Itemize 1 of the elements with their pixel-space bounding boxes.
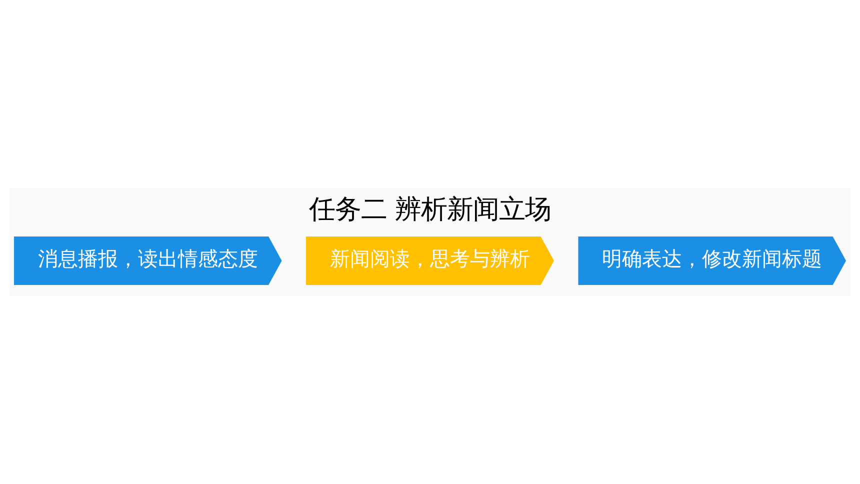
diagram-title: 任务二 辨析新闻立场 — [308, 194, 552, 225]
